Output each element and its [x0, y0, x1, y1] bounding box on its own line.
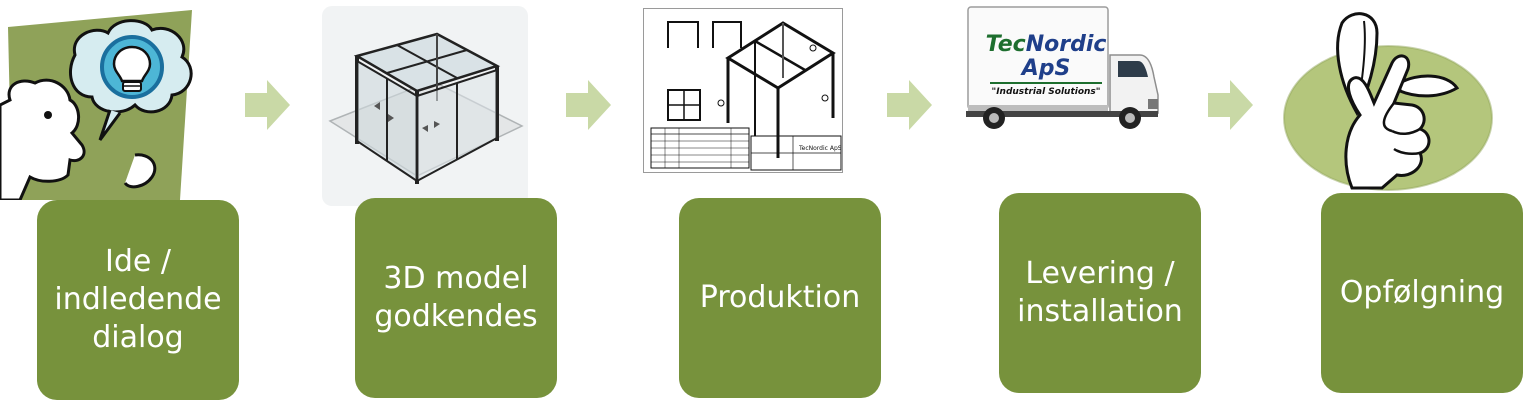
3d-model-illustration	[322, 6, 528, 206]
step-label-line: installation	[1017, 294, 1183, 329]
drawing-company-label: TecNordic ApS	[799, 145, 842, 152]
truck-logo-underline	[990, 82, 1102, 84]
step-production-label: Produktion	[700, 279, 861, 317]
step-label-line: Produktion	[699, 280, 861, 315]
technical-drawing-illustration: TecNordic ApS	[643, 8, 843, 173]
idea-illustration	[0, 5, 200, 200]
step-production-box: Produktion	[679, 198, 881, 398]
follow-up-illustration	[1282, 3, 1494, 193]
truck-brand-name: TecNordic ApS	[984, 33, 1108, 81]
flow-arrow-1	[245, 80, 290, 130]
truck-brand-suffix: Nordic ApS	[1021, 32, 1107, 81]
3d-model-cabin-icon	[322, 6, 528, 206]
step-label-line: Opfølgning	[1339, 275, 1505, 310]
flow-arrow-2	[566, 80, 611, 130]
step-3d-model-label: 3D model godkendes	[374, 260, 537, 336]
step-label-line: indledende	[54, 282, 222, 317]
hand-gesture-icon	[1283, 12, 1493, 191]
step-3d-model-box: 3D model godkendes	[355, 198, 557, 398]
step-label-line: Levering /	[1025, 256, 1175, 291]
step-label-line: 3D model	[383, 261, 529, 296]
step-follow-up-box: Opfølgning	[1321, 193, 1523, 393]
truck-logo: TecNordic ApS "Industrial Solutions"	[984, 33, 1108, 98]
delivery-truck-icon	[966, 6, 1159, 129]
step-delivery-label: Levering / installation	[1017, 255, 1183, 331]
technical-drawing-icon	[643, 8, 843, 173]
flow-arrow-4	[1208, 80, 1253, 130]
step-label-line: godkendes	[374, 299, 538, 334]
flow-arrow-3	[887, 80, 932, 130]
step-idea-box: Ide / indledende dialog	[37, 200, 239, 400]
step-delivery-box: Levering / installation	[999, 193, 1201, 393]
delivery-illustration: TecNordic ApS "Industrial Solutions"	[962, 5, 1162, 130]
step-idea-label: Ide / indledende dialog	[54, 243, 221, 357]
step-follow-up-label: Opfølgning	[1340, 274, 1504, 312]
truck-brand-prefix: Tec	[985, 32, 1026, 57]
step-label-line: dialog	[92, 320, 184, 355]
step-label-line: Ide /	[104, 244, 171, 279]
idea-lightbulb-thought-icon	[0, 10, 193, 200]
truck-slogan: "Industrial Solutions"	[991, 87, 1101, 97]
